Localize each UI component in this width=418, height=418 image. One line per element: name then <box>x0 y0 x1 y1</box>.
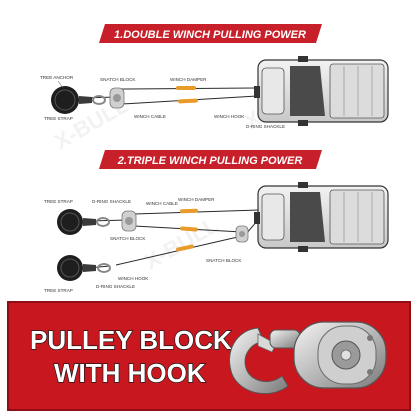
label-winch-damper-2: WINCH DAMPER <box>178 197 215 202</box>
section2-banner: 2.TRIPLE WINCH PULLING POWER <box>99 150 322 169</box>
label-snatch-block-1: SNATCH BLOCK <box>100 77 136 82</box>
tree-anchor-2-top <box>57 209 96 235</box>
promo-line1: PULLEY BLOCK <box>30 325 232 355</box>
d-ring-shackle-2-top <box>96 217 110 227</box>
promo-line2: WITH HOOK <box>54 358 206 388</box>
pulley-block-with-hook <box>229 321 387 395</box>
label-winch-damper-1: WINCH DAMPER <box>170 77 207 82</box>
tree-anchor-1 <box>51 86 92 114</box>
label-d-ring-shackle-2-top: D-RING SHACKLE <box>92 199 131 204</box>
label-winch-cable-2: WINCH CABLE <box>146 201 178 206</box>
promo-panel: PULLEY BLOCK WITH HOOK <box>7 301 411 411</box>
label-snatch-block-2-left: SNATCH BLOCK <box>110 236 146 241</box>
d-ring-shackle-2-bottom <box>97 263 111 273</box>
snatch-block-2-right <box>235 225 249 243</box>
label-tree-strap-1: TREE STRAP <box>44 116 73 121</box>
truck-2 <box>254 182 389 252</box>
label-winch-hook-1: WINCH HOOK <box>214 114 245 119</box>
label-winch-cable-1: WINCH CABLE <box>134 114 166 119</box>
section1-banner: 1.DOUBLE WINCH PULLING POWER <box>99 24 322 43</box>
snatch-block-1 <box>109 87 125 109</box>
section1-labels: TREE ANCHOR SNATCH BLOCK WINCH DAMPER TR… <box>40 75 285 129</box>
winch-damper-1 <box>176 86 198 104</box>
tree-anchor-2-bottom <box>57 255 96 281</box>
label-winch-hook-2: WINCH HOOK <box>118 276 149 281</box>
section2-labels: TREE STRAP D-RING SHACKLE WINCH CABLE WI… <box>44 197 242 293</box>
snatch-block-2-left <box>121 210 137 232</box>
label-snatch-block-2-right: SNATCH BLOCK <box>206 258 242 263</box>
truck-1 <box>254 56 389 126</box>
winch-damper-2 <box>176 208 198 252</box>
label-d-ring-shackle-1: D-RING SHACKLE <box>246 124 285 129</box>
section1-title: 1.DOUBLE WINCH PULLING POWER <box>114 29 306 41</box>
label-d-ring-shackle-2-bottom: D-RING SHACKLE <box>96 284 135 289</box>
label-tree-strap-2-top: TREE STRAP <box>44 199 73 204</box>
d-ring-shackle-1 <box>92 95 106 105</box>
section2-title: 2.TRIPLE WINCH PULLING POWER <box>117 155 303 167</box>
label-tree-anchor: TREE ANCHOR <box>40 75 74 80</box>
label-tree-strap-2-bottom: TREE STRAP <box>44 288 73 293</box>
